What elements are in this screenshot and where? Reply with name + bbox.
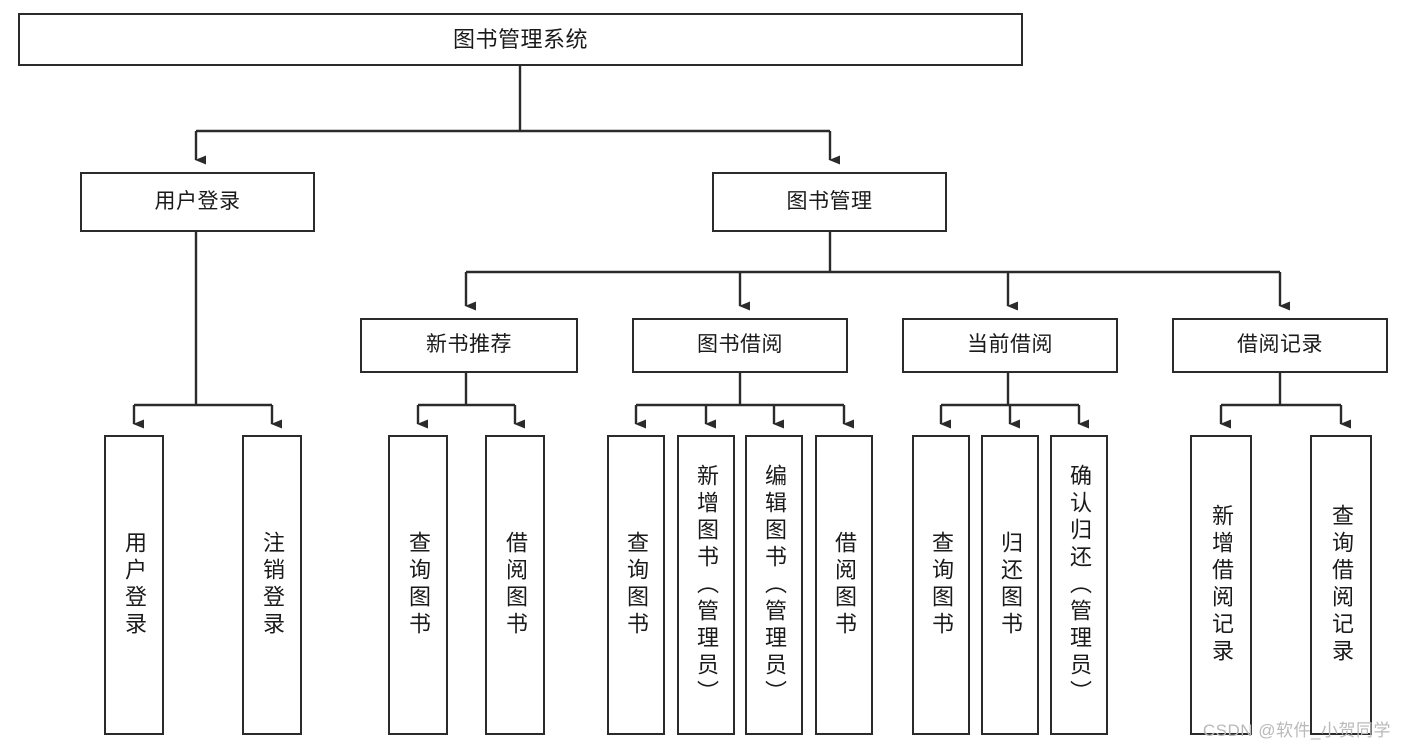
leaf-book-borrow-query-label: 查询图书 (624, 531, 649, 639)
leaf-book-borrow-borrow-label: 借阅图书 (832, 531, 857, 639)
node-book-borrow-label: 图书借阅 (697, 333, 783, 357)
leaf-book-borrow-edit-label: 编辑图书（管理员） (762, 463, 787, 707)
node-new-book-recommend[interactable]: 新书推荐 (360, 318, 578, 373)
leaf-current-borrow-return-label: 归还图书 (998, 531, 1023, 639)
leaf-borrow-record-add[interactable]: 新增借阅记录 (1190, 435, 1252, 735)
node-user-login-label: 用户登录 (154, 189, 241, 213)
leaf-new-book-borrow[interactable]: 借阅图书 (485, 435, 545, 735)
leaf-new-book-query-label: 查询图书 (406, 531, 431, 639)
node-book-borrow[interactable]: 图书借阅 (632, 318, 848, 373)
leaf-new-book-query[interactable]: 查询图书 (388, 435, 448, 735)
node-root-system[interactable]: 图书管理系统 (18, 13, 1023, 66)
node-new-book-recommend-label: 新书推荐 (426, 333, 512, 357)
leaf-borrow-record-add-label: 新增借阅记录 (1209, 504, 1234, 666)
leaf-current-borrow-return[interactable]: 归还图书 (981, 435, 1039, 735)
leaf-user-login-signin-label: 用户登录 (122, 531, 147, 639)
node-borrow-record[interactable]: 借阅记录 (1172, 318, 1388, 373)
leaf-book-borrow-add[interactable]: 新增图书（管理员） (677, 435, 735, 735)
node-book-management[interactable]: 图书管理 (712, 172, 947, 232)
node-user-login[interactable]: 用户登录 (80, 172, 315, 232)
node-current-borrow[interactable]: 当前借阅 (902, 318, 1118, 373)
leaf-current-borrow-query-label: 查询图书 (929, 531, 954, 639)
leaf-current-borrow-confirm-label: 确认归还（管理员） (1067, 463, 1092, 707)
leaf-borrow-record-query-label: 查询借阅记录 (1329, 504, 1354, 666)
leaf-new-book-borrow-label: 借阅图书 (503, 531, 528, 639)
leaf-user-login-signin[interactable]: 用户登录 (104, 435, 164, 735)
node-book-management-label: 图书管理 (786, 189, 873, 213)
leaf-user-login-signout[interactable]: 注销登录 (242, 435, 302, 735)
leaf-current-borrow-confirm[interactable]: 确认归还（管理员） (1050, 435, 1108, 735)
leaf-book-borrow-add-label: 新增图书（管理员） (694, 463, 719, 707)
csdn-watermark: CSDN @软件_小贺同学 (1202, 721, 1391, 740)
leaf-book-borrow-borrow[interactable]: 借阅图书 (815, 435, 873, 735)
leaf-user-login-signout-label: 注销登录 (260, 531, 285, 639)
node-root-system-label: 图书管理系统 (452, 26, 588, 52)
leaf-book-borrow-query[interactable]: 查询图书 (607, 435, 665, 735)
leaf-book-borrow-edit[interactable]: 编辑图书（管理员） (745, 435, 803, 735)
leaf-borrow-record-query[interactable]: 查询借阅记录 (1310, 435, 1372, 735)
node-borrow-record-label: 借阅记录 (1237, 333, 1323, 357)
node-current-borrow-label: 当前借阅 (967, 333, 1053, 357)
leaf-current-borrow-query[interactable]: 查询图书 (912, 435, 970, 735)
